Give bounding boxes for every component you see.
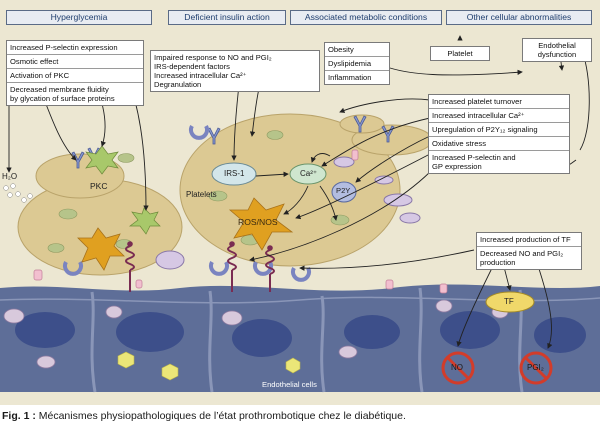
- ros-star-icon: [77, 197, 294, 271]
- label-p2y: P2Y: [336, 186, 351, 195]
- endothelial-box-line: dysfunction: [537, 50, 577, 59]
- label-tf: TF: [504, 297, 514, 306]
- metabolic-box: Obesity Dyslipidemia Inflammation: [324, 42, 390, 85]
- header-other-cellular-abnormalities: Other cellular abnormalities: [446, 10, 592, 25]
- header-deficient-insulin-action: Deficient insulin action: [168, 10, 286, 25]
- figure-caption: Fig. 1 : Mécanismes physiopathologiques …: [2, 410, 406, 422]
- ca-node-icon: [289, 163, 327, 185]
- endothelial-abnormality-line: Decreased NO and PGI₂: [480, 249, 564, 258]
- platelet-box-label: Platelet: [447, 49, 473, 58]
- nuclei: [15, 311, 586, 357]
- cell-borders: [90, 287, 524, 393]
- endothelial-abnormalities-box: Increased production of TF Decreased NO …: [476, 232, 582, 270]
- label-ca: Ca²⁺: [300, 169, 318, 178]
- insulin-item: Degranulation: [154, 80, 202, 89]
- hyperglycemia-item-glycation: Decreased membrane fluidity by glycation…: [7, 83, 143, 105]
- label-irs1: IRS-1: [224, 169, 245, 178]
- inhibited-pgi2-icon: [519, 351, 553, 385]
- label-h2o: H₂O: [2, 172, 18, 181]
- caption-prefix: Fig. 1 :: [2, 410, 36, 422]
- platelet-abnormality-item: Increased intracellular Ca²⁺: [429, 109, 569, 123]
- figure: Hyperglycemia Deficient insulin action A…: [0, 0, 600, 405]
- crystals: [117, 351, 301, 381]
- endothelial-box-line: Endothelial: [538, 41, 576, 50]
- granules: [47, 130, 350, 253]
- platelet-abnormalities-box: Increased platelet turnover Increased in…: [428, 94, 570, 174]
- endothelial-dysfunction-box: Endothelial dysfunction: [522, 38, 592, 62]
- endothelial-abnormality-item: Increased production of TF: [477, 233, 581, 247]
- platelet-abnormality-item: Increased platelet turnover: [429, 95, 569, 109]
- insulin-item: Impaired response to NO and PGI₂: [154, 53, 272, 62]
- insulin-item: Increased intracellular Ca²⁺: [154, 71, 247, 80]
- h2o-molecule-icon: [3, 183, 33, 203]
- coiled-receptor-icon: [125, 245, 275, 292]
- insulin-item: IRS-dependent factors: [154, 62, 230, 71]
- metabolic-item: Inflammation: [328, 73, 372, 82]
- label-ros-nos: ROS/NOS: [238, 217, 278, 227]
- receptors: [33, 115, 448, 294]
- hyperglycemia-box: Increased P-selectin expression Osmotic …: [6, 40, 144, 106]
- pink-receptor-icon: [33, 149, 448, 294]
- header-associated-metabolic-conditions: Associated metabolic conditions: [290, 10, 442, 25]
- label-pkc: PKC: [90, 181, 108, 191]
- metabolic-item: Dyslipidemia: [325, 57, 389, 71]
- label-endothelial-cells: Endothelial cells: [262, 380, 317, 389]
- hyperglycemia-item-line: Decreased membrane fluidity: [10, 85, 109, 94]
- platelet-abnormality-item-pselectin: Increased P-selectin and GP expression: [429, 151, 569, 173]
- inhibited-no-icon: [441, 351, 475, 385]
- diagram-graphics: [0, 35, 600, 393]
- deficient-insulin-box: Impaired response to NO and PGI₂ IRS-dep…: [150, 50, 320, 92]
- metabolic-item: Obesity: [325, 43, 389, 57]
- platelet-abnormality-item: Oxidative stress: [429, 137, 569, 151]
- hyperglycemia-item: Increased P-selectin expression: [7, 41, 143, 55]
- platelet-abnormality-line: GP expression: [432, 162, 482, 171]
- caption-text: Mécanismes physiopathologiques de l’état…: [35, 410, 406, 422]
- platelet-abnormality-line: Increased P-selectin and: [432, 153, 516, 162]
- p2y-receptor-icon: [331, 181, 357, 203]
- platelet-abnormality-item: Upregulation of P2Y₁₂ signaling: [429, 123, 569, 137]
- green-star-icon: [85, 145, 161, 235]
- irs1-node-icon: [211, 162, 257, 186]
- platelet-box: Platelet: [430, 46, 490, 61]
- hyperglycemia-item-line: by glycation of surface proteins: [10, 94, 115, 103]
- endothelial-abnormality-item-no-pgi2: Decreased NO and PGI₂ production: [477, 247, 581, 269]
- hyperglycemia-item: Osmotic effect: [7, 55, 143, 69]
- label-pgi2: PGI₂: [527, 363, 544, 372]
- horseshoe-receptor-icon: [63, 125, 311, 282]
- label-platelets: Platelets: [186, 190, 217, 199]
- header-hyperglycemia: Hyperglycemia: [6, 10, 152, 25]
- endothelial-abnormality-line: production: [480, 258, 516, 267]
- hyperglycemia-item: Activation of PKC: [7, 69, 143, 83]
- knob-icon: [127, 241, 273, 251]
- endothelium-layer: [0, 284, 600, 393]
- label-no: NO: [451, 363, 463, 372]
- tf-molecule-icon: [485, 291, 535, 313]
